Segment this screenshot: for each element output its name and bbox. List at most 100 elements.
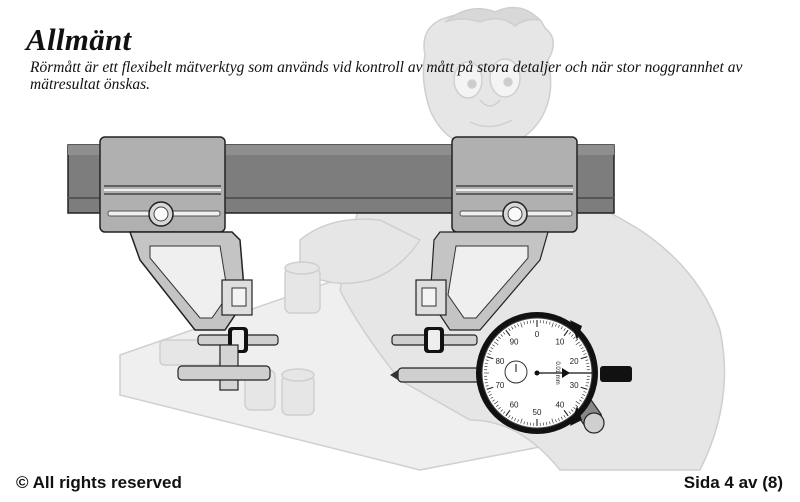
dial-tick <box>583 353 587 355</box>
dial-tick <box>551 322 554 328</box>
dial-tick <box>579 344 582 347</box>
dial-tick <box>523 321 525 325</box>
dial-tick <box>485 385 489 387</box>
dial-tick <box>514 324 516 328</box>
dial-number: 70 <box>495 381 504 390</box>
dial-tick <box>493 400 499 405</box>
dial-tick <box>485 359 489 361</box>
dial-tick <box>505 409 511 417</box>
dial-tick <box>490 396 494 399</box>
dial-tick <box>511 416 514 420</box>
dial-tick <box>549 321 551 325</box>
dial-number: 90 <box>510 337 519 346</box>
dial-tick <box>560 416 563 420</box>
dial-tick <box>575 400 581 405</box>
dial-tick <box>580 356 588 360</box>
dial-ticks <box>484 320 590 426</box>
dial-number: 60 <box>510 401 519 410</box>
dial-tick <box>560 326 563 330</box>
dial-tick <box>573 336 576 339</box>
dial-tick <box>546 320 548 324</box>
dial-tick <box>563 415 566 418</box>
dial-tick <box>582 394 586 396</box>
dial-tick <box>558 324 560 328</box>
dial-tick <box>575 338 579 342</box>
copyright-notice: © All rights reserved <box>16 473 182 492</box>
dial-tick <box>486 386 494 390</box>
dial-tick <box>505 329 511 337</box>
dial-tick <box>484 382 488 384</box>
dial-tick <box>585 385 589 387</box>
dial-number: 10 <box>555 337 564 346</box>
page-title: Allmänt <box>26 22 132 57</box>
dial-tick <box>549 421 551 425</box>
dial-tick <box>520 418 523 424</box>
dial-tick <box>526 422 528 426</box>
dial-tick <box>484 362 488 364</box>
dial-tick <box>517 419 519 423</box>
dial-tick <box>580 347 584 350</box>
right-slider-block <box>390 136 578 383</box>
dial-tick <box>495 404 499 408</box>
page-subtitle: Rörmått är ett flexibelt mätverktyg som … <box>30 59 743 93</box>
page-indicator: Sida 4 av (8) <box>683 473 783 492</box>
dial-tick <box>498 336 501 339</box>
dial-tick <box>568 331 572 335</box>
dial-tick <box>508 415 511 418</box>
dial-tick <box>492 399 495 402</box>
dial-tick <box>555 323 557 327</box>
dial-tick <box>546 422 548 426</box>
dial-tick <box>486 356 494 360</box>
dial-tick <box>558 418 560 422</box>
dial-tick <box>520 322 523 328</box>
dial-tick <box>523 421 525 425</box>
dial-tick <box>495 338 499 342</box>
dial-number: 30 <box>570 381 579 390</box>
dial-tick <box>517 323 519 327</box>
dial-number: 20 <box>570 357 579 366</box>
dial-tick <box>586 382 590 384</box>
dial-number: 0 <box>535 330 540 339</box>
dial-tick <box>568 411 572 415</box>
dial-tick <box>487 353 491 355</box>
dial-tick <box>563 409 569 417</box>
dial-tick <box>575 341 581 346</box>
dial-tick <box>488 350 492 352</box>
dial-tick <box>575 404 579 408</box>
dial-tick <box>502 331 506 335</box>
dial-tick <box>511 326 514 330</box>
dial-tick <box>583 391 587 393</box>
dial-number: 50 <box>533 408 542 417</box>
dial-tick <box>579 399 582 402</box>
dial-tick <box>492 344 495 347</box>
dial-tick <box>490 347 494 350</box>
dial-tick <box>500 409 503 412</box>
dial-tick <box>493 341 499 346</box>
dial-tick <box>586 362 590 364</box>
dial-tick <box>526 320 528 324</box>
dial-tick <box>582 350 586 352</box>
dial-numbers: 0 10 20 30 40 50 60 70 80 90 <box>495 330 579 417</box>
dial-tick <box>500 334 503 337</box>
dial-tick <box>514 418 516 422</box>
dial-tick <box>580 386 588 390</box>
dial-tick <box>571 409 574 412</box>
left-slider-block <box>99 136 279 391</box>
dial-tick <box>585 359 589 361</box>
dial-tick <box>498 407 501 410</box>
dial-number: 40 <box>555 401 564 410</box>
dial-tick <box>502 411 506 415</box>
dial-tick <box>563 328 566 331</box>
dial-tick <box>571 334 574 337</box>
dial-tick <box>551 418 554 424</box>
dial-number: 80 <box>495 357 504 366</box>
dial-tick <box>580 396 584 399</box>
dial-tick <box>563 329 569 337</box>
dial-tick <box>573 407 576 410</box>
dial-tick <box>555 419 557 423</box>
dial-tick <box>508 328 511 331</box>
dial-tick <box>488 394 492 396</box>
dial-tick <box>487 391 491 393</box>
